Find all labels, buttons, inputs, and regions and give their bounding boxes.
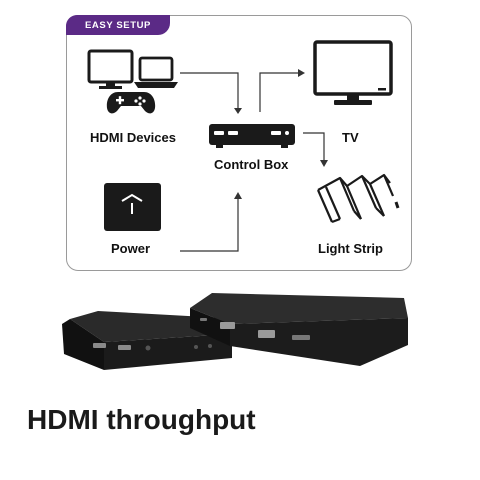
tv-icon bbox=[313, 40, 393, 105]
light-strip-icon bbox=[316, 173, 400, 224]
label-power: Power bbox=[111, 241, 151, 256]
arrow-devices-to-box bbox=[180, 72, 239, 110]
product-photo bbox=[62, 293, 408, 370]
control-box-icon bbox=[209, 124, 295, 148]
label-tv: TV bbox=[342, 130, 359, 145]
monitor-icon bbox=[87, 49, 134, 89]
laptop-icon bbox=[134, 56, 178, 88]
large-control-box bbox=[190, 293, 408, 366]
label-control-box: Control Box bbox=[214, 157, 289, 172]
gamepad-icon bbox=[106, 92, 156, 114]
arrow-box-to-strip bbox=[303, 132, 325, 162]
easy-setup-badge: EASY SETUP bbox=[66, 15, 170, 35]
arrow-box-to-tv bbox=[259, 72, 300, 112]
setup-diagram bbox=[87, 40, 400, 252]
label-hdmi-devices: HDMI Devices bbox=[90, 130, 176, 145]
arrow-power-to-box bbox=[180, 197, 239, 252]
page-title: HDMI throughput bbox=[27, 404, 256, 435]
label-light-strip: Light Strip bbox=[318, 241, 383, 256]
power-adapter-icon bbox=[104, 183, 161, 231]
